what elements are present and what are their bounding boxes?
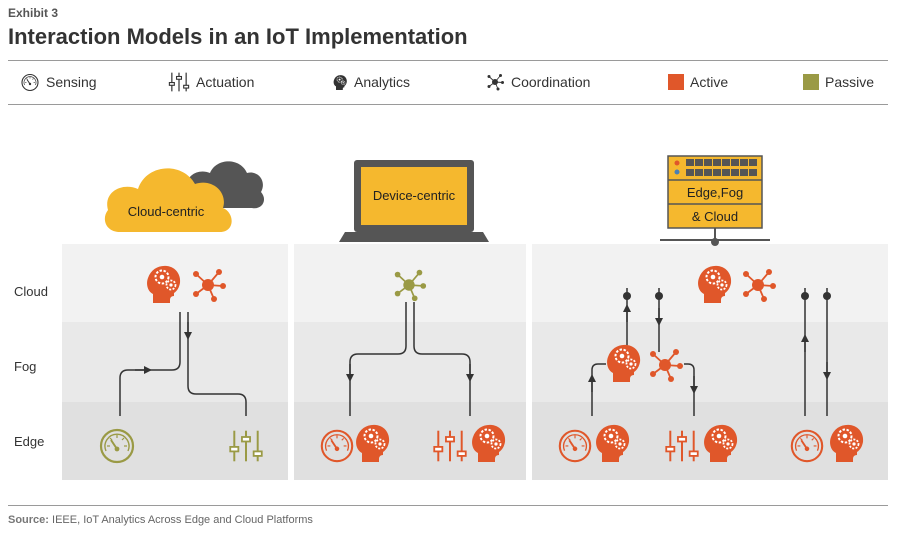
divider-top — [8, 60, 888, 61]
legend-passive-label: Passive — [825, 74, 875, 90]
cloud-centric-cloud: Cloud-centric — [104, 161, 265, 232]
exhibit-label: Exhibit 3 — [8, 6, 59, 20]
edge-fog-cloud-server: Edge,Fog & Cloud — [660, 155, 770, 246]
efc-fog-analytics-icon — [607, 345, 640, 382]
legend-actuation: Actuation — [168, 72, 254, 92]
panel-edge-fog-cloud — [532, 244, 888, 480]
source-note: Source: IEEE, IoT Analytics Across Edge … — [8, 514, 313, 526]
row-label-edge: Edge — [14, 434, 45, 449]
divider-legend — [8, 104, 888, 105]
cloud-centric-analytics-icon — [147, 266, 180, 303]
efc-right-sensor-icon — [792, 431, 822, 461]
legend-coordination-label: Coordination — [511, 74, 591, 90]
source-text: IEEE, IoT Analytics Across Edge and Clou… — [48, 514, 313, 526]
efc-actuator-icon — [666, 431, 698, 462]
device-centric-coordination-icon — [395, 270, 426, 301]
device-centric-actuator-analytics-icon — [472, 425, 505, 462]
edge-fog-cloud-label-line2: & Cloud — [692, 209, 738, 224]
cloud-centric-label: Cloud-centric — [128, 204, 205, 219]
edge-fog-cloud-junctions — [623, 292, 831, 300]
legend-sensing: Sensing — [20, 72, 97, 92]
legend-active: Active — [668, 72, 728, 92]
efc-sensor-analytics-icon — [596, 425, 629, 462]
legend-analytics-label: Analytics — [354, 74, 411, 90]
legend-analytics: Analytics — [332, 72, 410, 92]
device-centric-sensor-analytics-icon — [356, 425, 389, 462]
efc-cloud-coordination-icon — [743, 269, 776, 302]
cloud-centric-sensor-icon — [101, 430, 133, 462]
row-label-fog: Fog — [14, 359, 37, 374]
legend-coordination: Coordination — [485, 72, 590, 92]
panel-cloud-centric — [62, 244, 288, 480]
efc-right-analytics-icon — [830, 425, 863, 462]
edge-fog-cloud-label-line1: Edge,Fog — [687, 185, 743, 200]
device-centric-actuator-icon — [434, 431, 466, 462]
active-swatch — [668, 74, 684, 90]
device-centric-label: Device-centric — [373, 188, 456, 203]
divider-bottom — [8, 505, 888, 506]
legend-passive: Passive — [803, 72, 874, 92]
efc-sensor-icon — [560, 431, 590, 461]
legend-sensing-label: Sensing — [46, 74, 97, 90]
source-label: Source: — [8, 514, 49, 526]
device-centric-connectors — [346, 302, 474, 416]
efc-cloud-analytics-icon — [698, 266, 731, 303]
page-title: Interaction Models in an IoT Implementat… — [8, 24, 468, 49]
legend-active-label: Active — [690, 74, 729, 90]
efc-fog-coordination-icon — [650, 349, 683, 382]
device-centric-laptop: Device-centric — [339, 160, 489, 242]
cloud-centric-actuator-icon — [230, 431, 262, 462]
row-label-cloud: Cloud — [14, 284, 48, 299]
passive-swatch — [803, 74, 819, 90]
legend-actuation-label: Actuation — [196, 74, 255, 90]
device-centric-sensor-icon — [322, 431, 352, 461]
efc-actuator-analytics-icon — [704, 425, 737, 462]
cloud-centric-coordination-icon — [193, 269, 226, 302]
edge-fog-cloud-connectors — [588, 288, 831, 416]
cloud-centric-connectors — [119, 312, 247, 416]
